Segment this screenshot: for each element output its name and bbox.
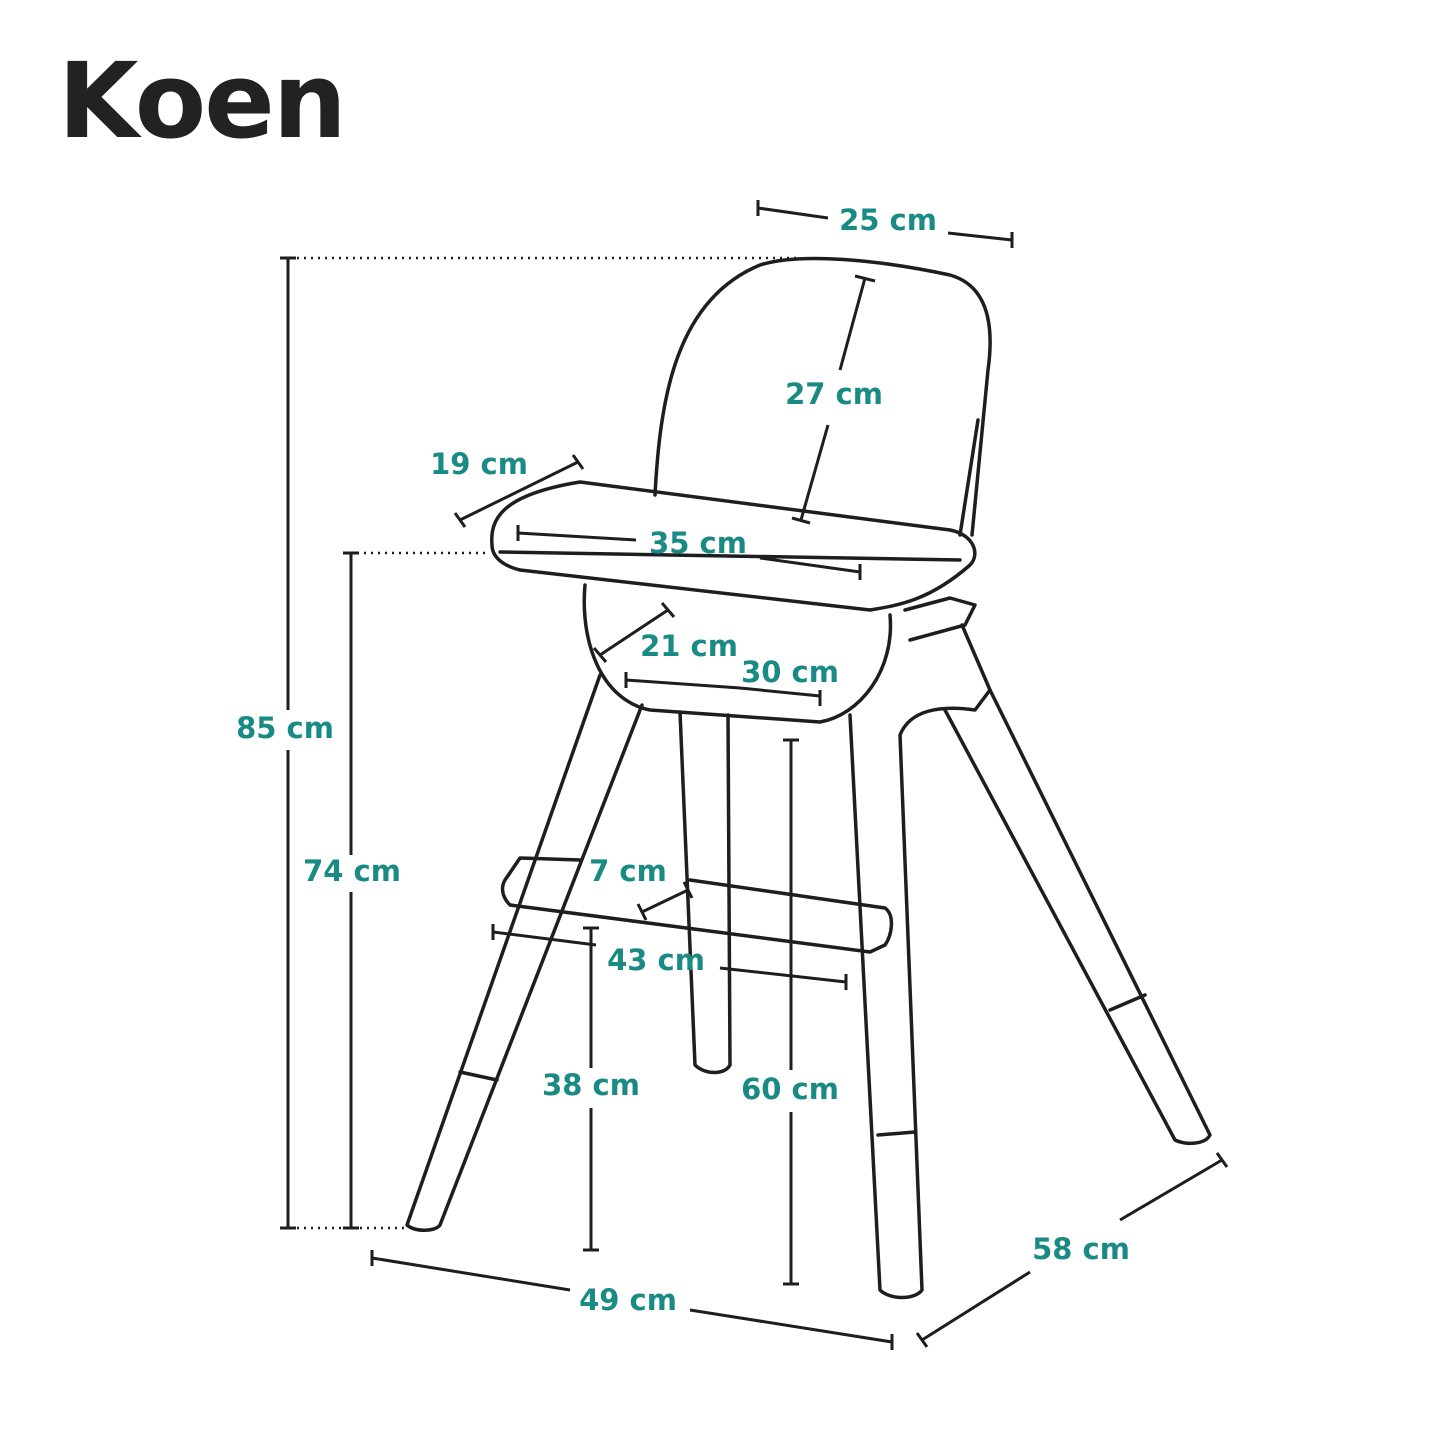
tray — [490, 480, 977, 612]
label-footrest-width: 43 cm — [607, 943, 705, 977]
label-footrest-depth: 7 cm — [589, 854, 667, 888]
chair-outline — [405, 256, 1212, 1300]
label-base-depth: 58 cm — [1032, 1232, 1130, 1266]
label-tray-width: 35 cm — [649, 526, 747, 560]
rear-leg-center — [678, 710, 732, 1075]
footrest — [500, 856, 894, 954]
label-base-width: 49 cm — [579, 1283, 677, 1317]
label-seat-width: 30 cm — [741, 655, 839, 689]
label-total-height: 85 cm — [236, 711, 334, 745]
backrest — [653, 256, 992, 537]
rear-leg-right — [943, 623, 1212, 1146]
label-seat-depth: 21 cm — [640, 629, 738, 663]
front-leg-left — [405, 673, 644, 1232]
dimension-lines — [280, 200, 1229, 1350]
label-backrest-width: 25 cm — [839, 203, 937, 237]
backrest-side — [958, 418, 980, 537]
front-leg-right — [848, 688, 992, 1300]
label-seat-height: 60 cm — [741, 1072, 839, 1106]
seat — [582, 583, 893, 724]
label-tray-height: 74 cm — [303, 854, 401, 888]
label-tray-depth: 19 cm — [430, 447, 528, 481]
product-title: Koen — [58, 40, 347, 162]
label-footrest-height: 38 cm — [542, 1068, 640, 1102]
label-backrest-height: 27 cm — [785, 377, 883, 411]
